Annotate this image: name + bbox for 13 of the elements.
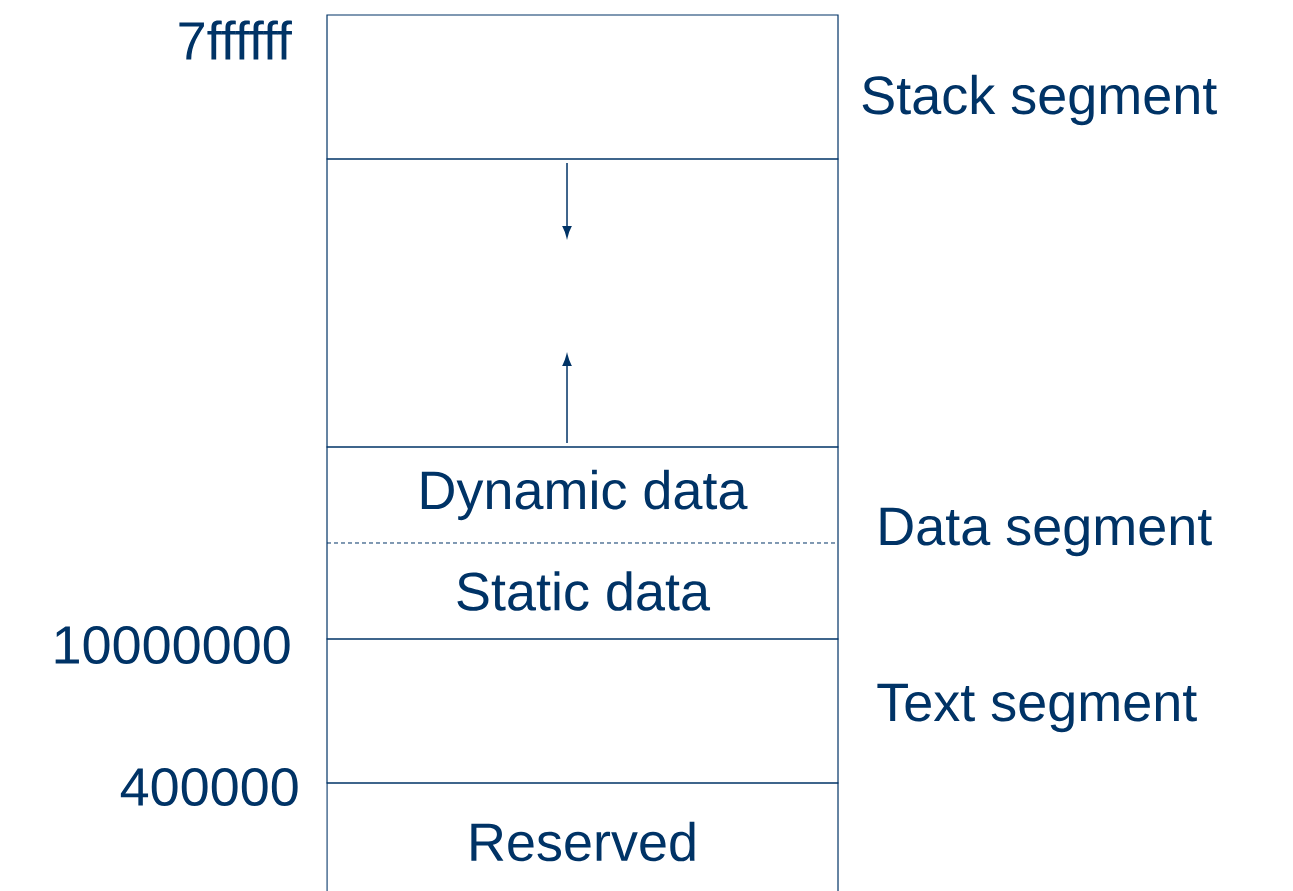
- segment-label: Data segment: [880, 507, 1212, 557]
- address-label: 10000000: [55, 625, 290, 665]
- segment-label: Text segment: [877, 683, 1197, 733]
- memory-segment-box: [326, 158, 839, 448]
- address-label: 400000: [120, 767, 298, 807]
- memory-region: Static data: [457, 571, 711, 611]
- address-label: 7ffffff: [179, 20, 292, 60]
- memory-segment-box: Reserved: [326, 782, 839, 891]
- memory-segment-box: [326, 14, 839, 160]
- memory-region: Dynamic data: [421, 469, 748, 521]
- memory-segment-box: [326, 446, 839, 640]
- memory-segment-box: [326, 638, 839, 784]
- segment-label: Stack segment: [862, 74, 1217, 126]
